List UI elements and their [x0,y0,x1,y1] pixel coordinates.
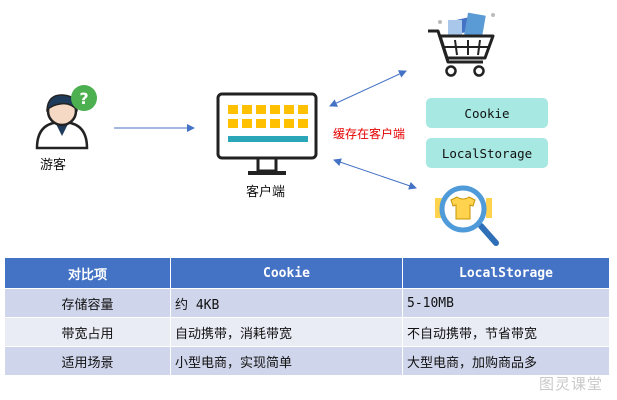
comparison-table: 对比项 Cookie LocalStorage 存储容量 约 4KB 5-10M… [4,257,610,376]
table-row: 适用场景 小型电商，实现简单 大型电商，加购商品多 [4,346,610,376]
arrow-client-to-cart [329,70,407,107]
shopping-cart-icon [428,12,495,77]
monitor-icon [216,92,318,175]
watermark: 图灵课堂 [538,375,603,393]
row-label: 存储容量 [4,288,171,318]
cache-on-client-label: 缓存在客户端 [333,127,406,141]
header-item: 对比项 [4,257,171,289]
table-row: 带宽占用 自动携带，消耗带宽 不自动携带，节省带宽 [4,317,610,347]
localstorage-cell: 不自动携带，节省带宽 [402,317,610,347]
arrow-client-to-search [333,158,417,190]
question-mark: ? [79,89,88,108]
localstorage-cell: 大型电商，加购商品多 [402,346,610,376]
localstorage-cell: 5-10MB [402,288,610,318]
visitor-label: 游客 [40,158,67,173]
header-localstorage: LocalStorage [402,257,610,289]
row-label: 适用场景 [4,346,171,376]
cookie-cell: 自动携带，消耗带宽 [170,317,403,347]
cookie-box: Cookie [426,98,548,128]
cookie-cell: 约 4KB [170,288,403,318]
question-badge-icon: ? [71,85,97,111]
cookie-cell: 小型电商，实现简单 [170,346,403,376]
table-header-row: 对比项 Cookie LocalStorage [4,257,610,289]
magnifier-shirt-icon [435,185,499,246]
header-cookie: Cookie [170,257,403,289]
visitor-icon [35,94,89,150]
client-label: 客户端 [246,185,286,200]
diagram-canvas: ? [35,12,499,246]
table-row: 存储容量 约 4KB 5-10MB [4,288,610,318]
localstorage-box: LocalStorage [426,138,548,168]
row-label: 带宽占用 [4,317,171,347]
